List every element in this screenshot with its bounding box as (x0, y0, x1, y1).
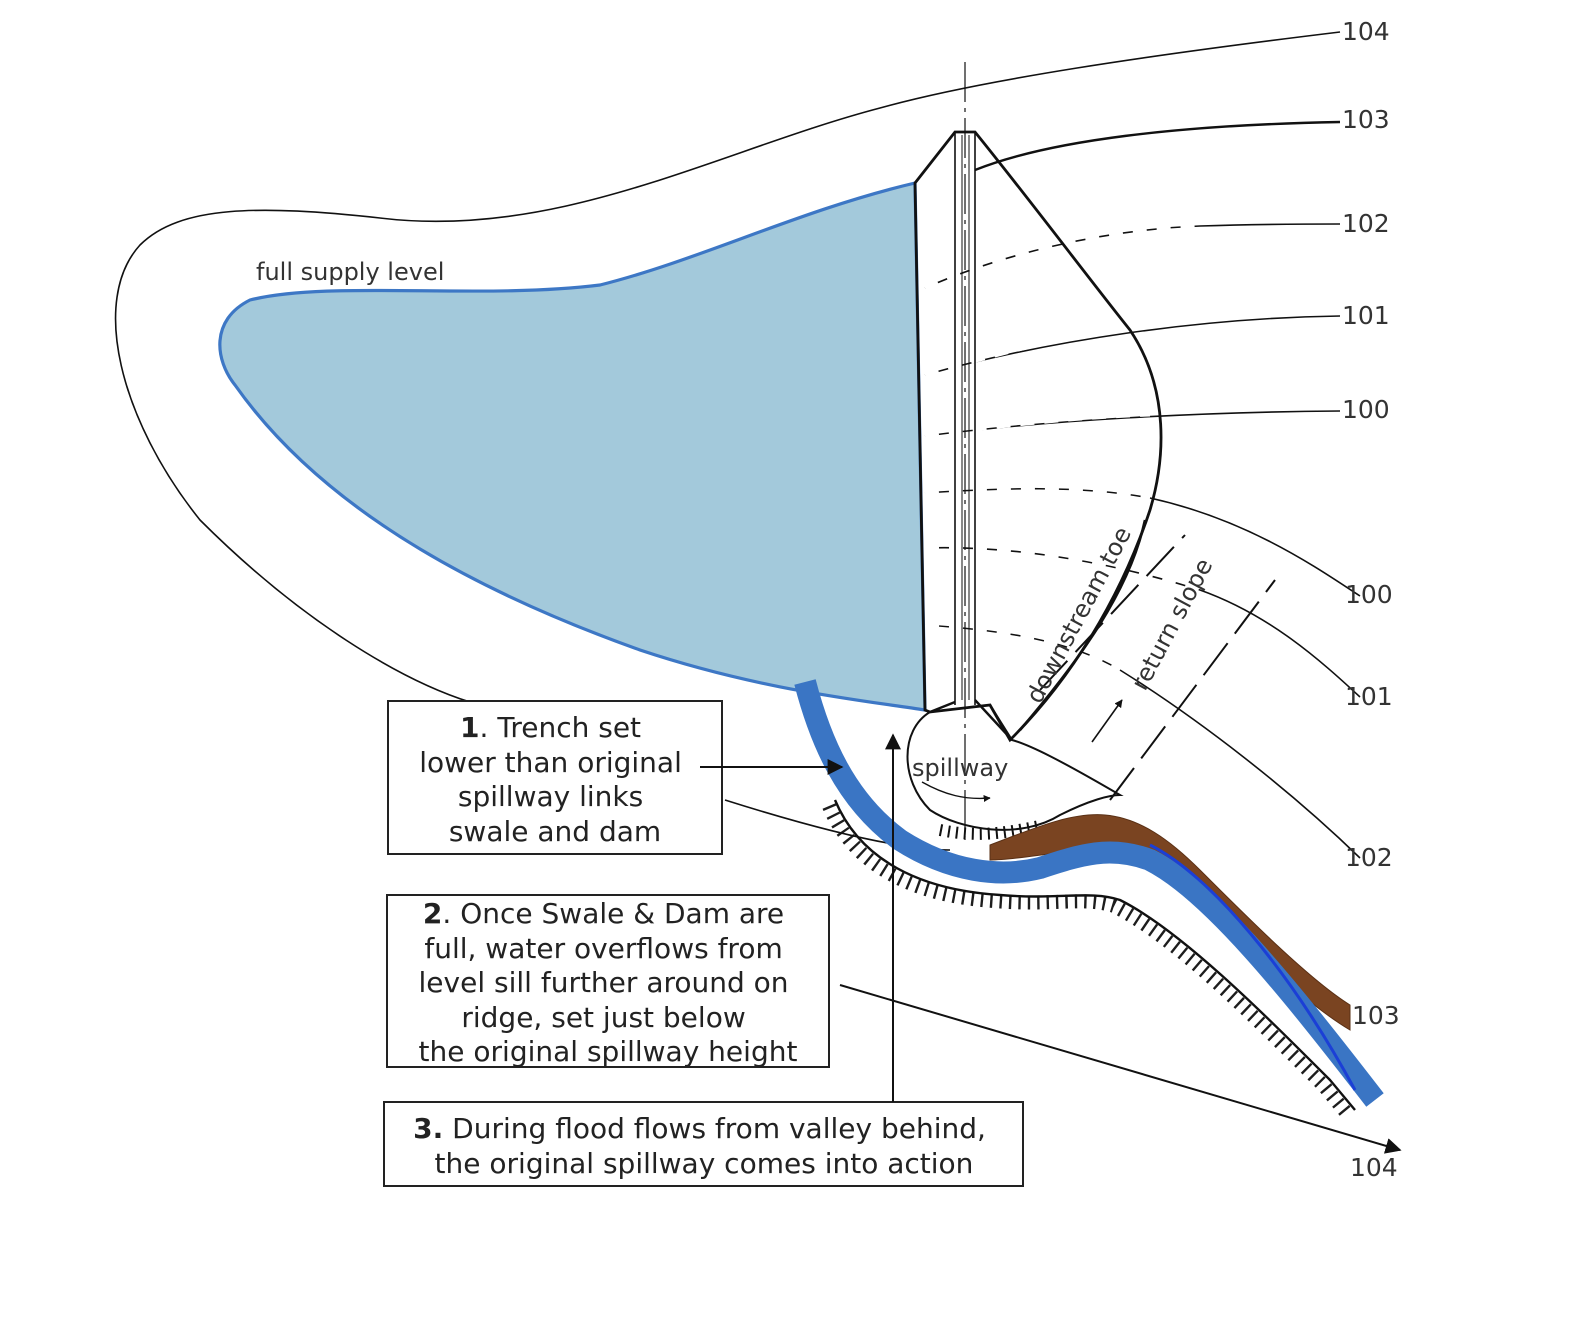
dam-embankment (913, 130, 1163, 743)
spillway-area (906, 703, 1124, 831)
callout-3-number: 3. (413, 1112, 443, 1145)
swale-trench (794, 679, 1384, 1107)
contour-101 (924, 315, 1341, 376)
callout-2-line-4: ridge, set just below (461, 1001, 745, 1034)
contour-label-100-bottom: 100 (1345, 580, 1393, 609)
contour-101-dash (924, 324, 1151, 377)
callout-2-arrow (839, 984, 1402, 1154)
callout-1-line-4: swale and dam (449, 815, 661, 848)
downstream-toe-label: downstream toe (1021, 522, 1137, 708)
contour-102 (924, 223, 1341, 289)
water-storage (218, 180, 927, 712)
callout-box-2 (386, 894, 830, 1068)
contour-lower-102-dash (924, 623, 1121, 672)
spillway-curve-arrow (921, 781, 991, 802)
callout-2-line-2: full, water overflows from (424, 932, 782, 965)
contour-label-104-bottom: 104 (1350, 1153, 1398, 1182)
swale-trench-edge (1149, 843, 1357, 1091)
contour-label-102-top: 102 (1342, 209, 1390, 238)
contour-103 (974, 120, 1341, 172)
callout-1-line-3: spillway links (458, 780, 643, 813)
return-slope-arrow (1091, 699, 1123, 743)
callout-box-1 (387, 700, 723, 855)
contour-label-103-top: 103 (1342, 105, 1390, 134)
downstream-toe-line (1019, 519, 1147, 731)
contour-102-dash (924, 224, 1201, 290)
full-supply-level-label: full supply level (256, 258, 444, 286)
callout-1-text: 1. Trench set lower than original spillw… (419, 711, 691, 848)
callout-box-3 (383, 1101, 1024, 1187)
contour-label-101-bottom: 101 (1345, 682, 1393, 711)
return-slope-dash-1 (1039, 534, 1186, 691)
contour-label-104-top: 104 (1342, 17, 1390, 46)
contour-label-103-bottom: 103 (1352, 1001, 1400, 1030)
contour-lower-101-dash (924, 546, 1201, 592)
callout-3-text: 3. During flood flows from valley behind… (413, 1112, 995, 1180)
contour-label-102-bottom: 102 (1345, 843, 1393, 872)
contour-label-100-top: 100 (1342, 395, 1390, 424)
return-slope-dash-2 (1109, 579, 1276, 801)
contour-lower-100 (924, 487, 1361, 597)
callout-2-text: 2. Once Swale & Dam are full, water over… (419, 897, 798, 1068)
contour-104-ridge (114, 31, 1341, 703)
callout-2-line-5: the original spillway height (419, 1035, 798, 1068)
callout-3-line-2: the original spillway comes into action (435, 1147, 974, 1180)
callout-2-line-3: level sill further around on (419, 966, 789, 999)
contour-label-101-top: 101 (1342, 301, 1390, 330)
contour-lower-100-dash (924, 487, 1151, 500)
contour-100 (924, 410, 1341, 437)
callout-2-line-1: . Once Swale & Dam are (442, 897, 784, 930)
spillway-label: spillway (912, 754, 1008, 782)
callout-1-number: 1 (460, 711, 479, 744)
callout-1-line-2: lower than original (419, 746, 682, 779)
callout-1-line-1: . Trench set (480, 711, 642, 744)
callout-3-line-1: During flood flows from valley behind, (443, 1112, 986, 1145)
callout-2-number: 2 (423, 897, 442, 930)
